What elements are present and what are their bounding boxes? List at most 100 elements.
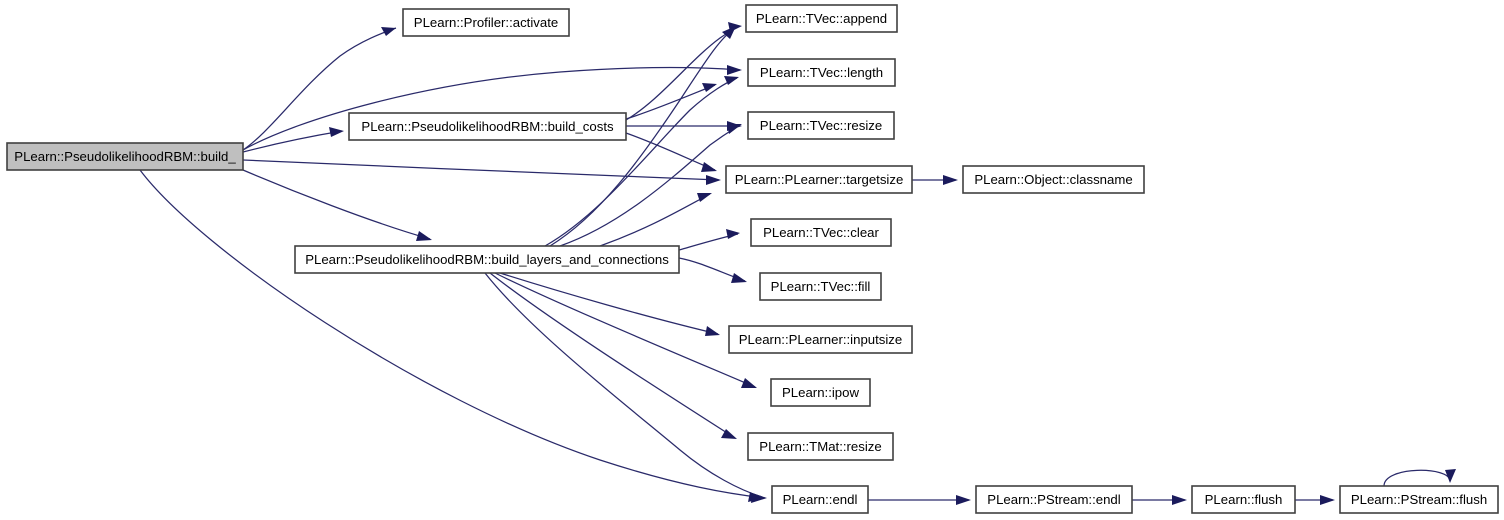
edge-line (549, 27, 736, 247)
call-edge-build_layers-to-tvec_resize (559, 124, 742, 247)
node-box[interactable] (759, 272, 882, 301)
call-edge-build_costs-to-targetsize (625, 132, 717, 172)
edge-line (242, 130, 343, 153)
graph-node-classname[interactable]: PLearn::Object::classname (962, 165, 1145, 194)
edge-line (484, 272, 763, 498)
node-label: PLearn::PLearner::inputsize (739, 332, 902, 347)
node-box[interactable] (402, 8, 570, 37)
node-label: PLearn::PStream::endl (987, 492, 1120, 507)
node-box[interactable] (962, 165, 1145, 194)
edge-line (489, 272, 736, 439)
arrow-icon (727, 124, 742, 134)
node-box[interactable] (1191, 485, 1296, 514)
node-label: PLearn::flush (1205, 492, 1283, 507)
arrow-icon (1445, 469, 1456, 483)
graph-node-activate[interactable]: PLearn::Profiler::activate (402, 8, 570, 37)
arrow-icon (702, 83, 717, 92)
graph-node-ipow[interactable]: PLearn::ipow (770, 378, 871, 407)
call-edge-build_layers-to-fill (678, 257, 747, 283)
call-edge-pstream_flush-to-pstream_flush (1383, 469, 1456, 487)
node-label: PLearn::endl (783, 492, 858, 507)
node-label: PLearn::TVec::fill (771, 279, 871, 294)
arrow-icon (727, 65, 742, 75)
node-box[interactable] (747, 111, 895, 140)
edge-line (625, 25, 741, 121)
node-label: PLearn::TMat::resize (759, 439, 881, 454)
graph-node-tmat_resize[interactable]: PLearn::TMat::resize (747, 432, 894, 461)
node-label: PLearn::TVec::length (760, 65, 883, 80)
node-box[interactable] (725, 165, 913, 194)
arrow-icon (748, 492, 764, 502)
call-edge-endl-to-pstream_endl (867, 495, 971, 505)
node-box[interactable] (745, 4, 898, 33)
node-label: PLearn::TVec::append (756, 11, 887, 26)
arrow-icon (416, 231, 432, 241)
node-box[interactable] (747, 58, 896, 87)
call-edge-flush-to-pstream_flush (1294, 495, 1335, 505)
node-box[interactable] (294, 245, 680, 274)
edge-layer (139, 22, 1456, 505)
edge-line (1383, 469, 1451, 487)
edge-line (242, 27, 397, 151)
node-label: PLearn::Object::classname (974, 172, 1132, 187)
graph-node-build_costs[interactable]: PLearn::PseudolikelihoodRBM::build_costs (348, 112, 627, 141)
call-edge-build_-to-build_costs (242, 127, 344, 153)
node-box[interactable] (747, 432, 894, 461)
graph-node-targetsize[interactable]: PLearn::PLearner::targetsize (725, 165, 913, 194)
arrow-icon (1320, 495, 1335, 505)
call-edge-build_layers-to-ipow (494, 272, 757, 388)
arrow-icon (697, 193, 712, 202)
node-label: PLearn::PStream::flush (1351, 492, 1487, 507)
arrow-icon (381, 27, 396, 36)
arrow-icon (721, 429, 737, 439)
graph-node-tvec_resize[interactable]: PLearn::TVec::resize (747, 111, 895, 140)
call-edge-build_layers-to-tmat_resize (489, 272, 737, 439)
node-box[interactable] (771, 485, 869, 514)
edge-line (494, 272, 756, 388)
node-label: PLearn::PLearner::targetsize (735, 172, 904, 187)
call-edge-build_-to-build_layers (242, 169, 432, 241)
arrow-icon (731, 273, 747, 283)
arrow-icon (706, 175, 721, 185)
graph-node-inputsize[interactable]: PLearn::PLearner::inputsize (728, 325, 913, 354)
graph-node-flush[interactable]: PLearn::flush (1191, 485, 1296, 514)
node-box[interactable] (770, 378, 871, 407)
node-box[interactable] (750, 218, 892, 247)
graph-node-endl[interactable]: PLearn::endl (771, 485, 869, 514)
graph-node-length[interactable]: PLearn::TVec::length (747, 58, 896, 87)
graph-node-build_layers[interactable]: PLearn::PseudolikelihoodRBM::build_layer… (294, 245, 680, 274)
arrow-icon (329, 127, 344, 137)
node-box[interactable] (1339, 485, 1499, 514)
call-edge-build_layers-to-length (544, 76, 739, 247)
node-box[interactable] (975, 485, 1133, 514)
node-layer: PLearn::PseudolikelihoodRBM::build_PLear… (6, 4, 1499, 514)
call-edge-build_layers-to-inputsize (499, 272, 720, 336)
graph-node-build_[interactable]: PLearn::PseudolikelihoodRBM::build_ (6, 142, 244, 171)
graph-node-pstream_endl[interactable]: PLearn::PStream::endl (975, 485, 1133, 514)
graph-node-pstream_flush[interactable]: PLearn::PStream::flush (1339, 485, 1499, 514)
call-edge-build_-to-endl (139, 169, 767, 503)
node-box[interactable] (6, 142, 244, 171)
node-box[interactable] (728, 325, 913, 354)
call-edge-build_costs-to-length (625, 83, 717, 120)
graph-node-append[interactable]: PLearn::TVec::append (745, 4, 898, 33)
call-edge-build_-to-activate (242, 27, 397, 151)
call-edge-build_layers-to-endl (484, 272, 764, 502)
node-label: PLearn::PseudolikelihoodRBM::build_layer… (305, 252, 669, 267)
arrow-icon (724, 76, 739, 85)
call-edge-pstream_endl-to-flush (1131, 495, 1187, 505)
node-box[interactable] (348, 112, 627, 141)
edge-line (499, 272, 719, 335)
edge-line (544, 77, 738, 247)
call-edge-build_layers-to-clear (678, 229, 740, 251)
arrow-icon (701, 162, 717, 172)
edge-line (242, 159, 720, 181)
graph-node-fill[interactable]: PLearn::TVec::fill (759, 272, 882, 301)
arrow-icon (722, 26, 736, 39)
arrow-icon (943, 175, 958, 185)
call-edge-targetsize-to-classname (912, 175, 958, 185)
graph-node-clear[interactable]: PLearn::TVec::clear (750, 218, 892, 247)
node-label: PLearn::PseudolikelihoodRBM::build_costs (361, 119, 614, 134)
